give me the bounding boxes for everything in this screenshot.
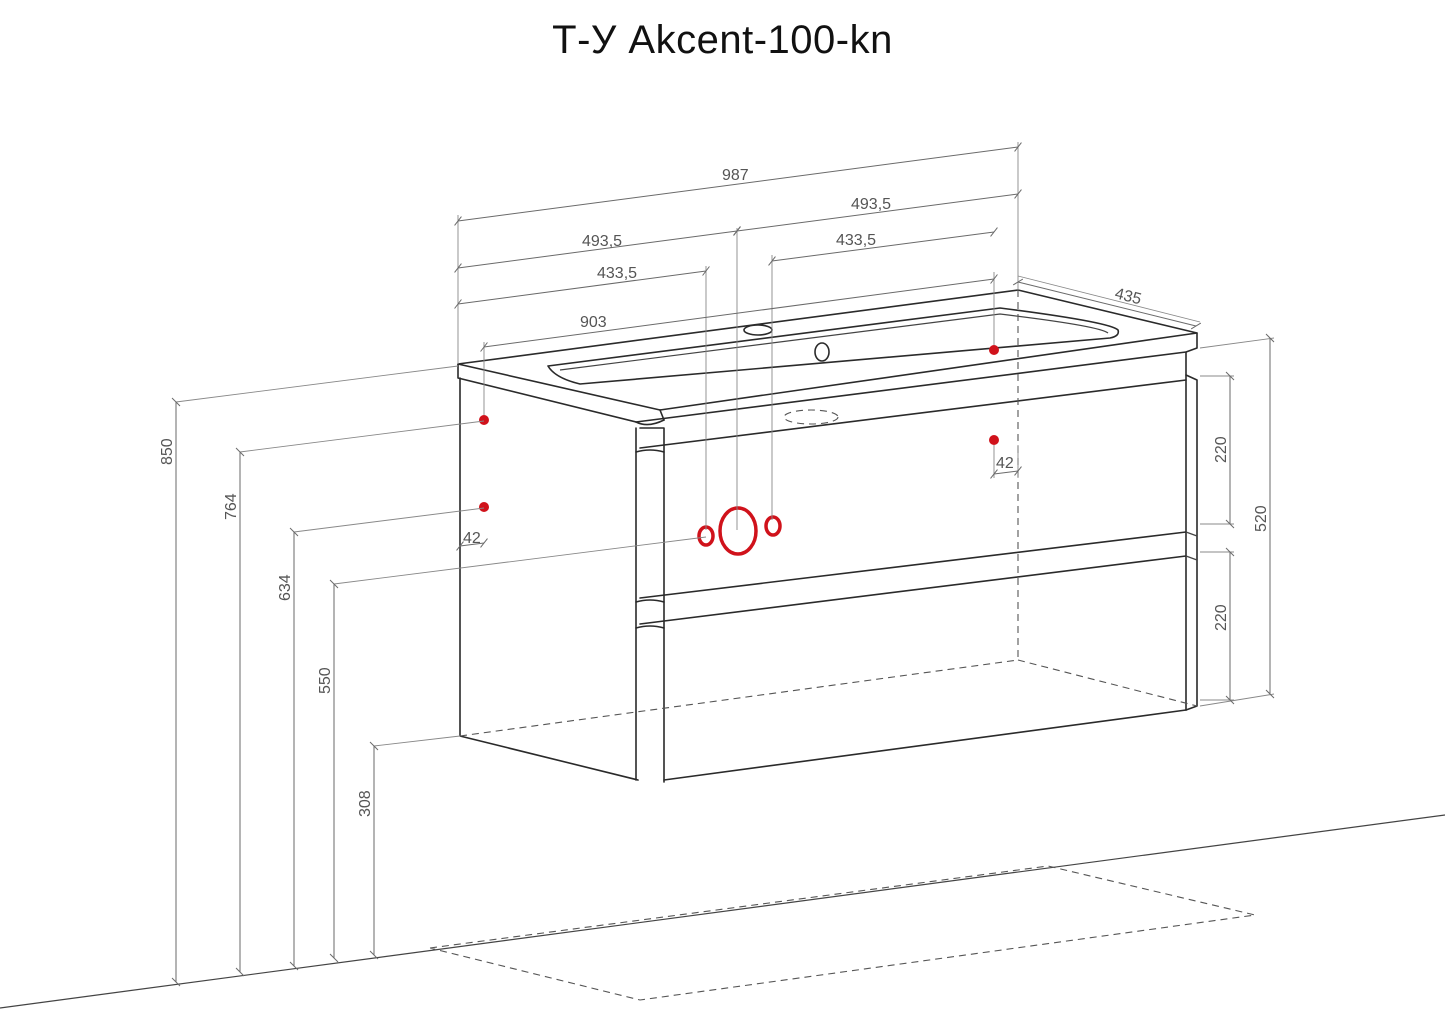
dim-depth: 435 xyxy=(1113,285,1143,308)
dim-offset-left: 42 xyxy=(463,530,481,547)
dim-offset-right: 42 xyxy=(996,455,1014,472)
dim-total-height: 850 xyxy=(159,438,176,465)
water-inlet-right-icon xyxy=(764,515,782,537)
dim-body-height: 520 xyxy=(1253,505,1270,532)
dim-drawer-bottom: 220 xyxy=(1213,604,1230,631)
dim-inner-width: 903 xyxy=(580,314,607,331)
mount-point-icon xyxy=(989,345,999,355)
basin-outline xyxy=(457,289,1198,426)
drawing-title: Т-У Akcent-100-kn xyxy=(552,18,893,62)
dim-hole-offset-left: 433,5 xyxy=(597,265,637,282)
floor-outline xyxy=(0,814,1445,1009)
dim-height-550: 550 xyxy=(317,667,334,694)
dim-hole-offset-right: 433,5 xyxy=(836,232,876,249)
dim-drawer-top: 220 xyxy=(1213,436,1230,463)
dim-half-width-right: 493,5 xyxy=(851,196,891,213)
dim-height-764: 764 xyxy=(223,493,240,520)
mount-point-icon xyxy=(989,435,999,445)
utility-marks xyxy=(479,345,999,556)
dim-overall-width: 987 xyxy=(722,167,749,184)
right-dimensions: 220 220 520 42 xyxy=(990,333,1275,707)
dim-height-634: 634 xyxy=(277,574,294,601)
mount-point-icon xyxy=(479,502,489,512)
left-dimensions: 850 764 634 550 308 42 xyxy=(159,365,707,987)
top-dimensions: 987 493,5 493,5 433,5 433,5 903 435 xyxy=(454,142,1202,530)
drain-outlet-icon xyxy=(718,506,758,556)
dim-floor-clearance: 308 xyxy=(357,790,374,817)
dim-half-width-left: 493,5 xyxy=(582,233,622,250)
mount-point-icon xyxy=(479,415,489,425)
